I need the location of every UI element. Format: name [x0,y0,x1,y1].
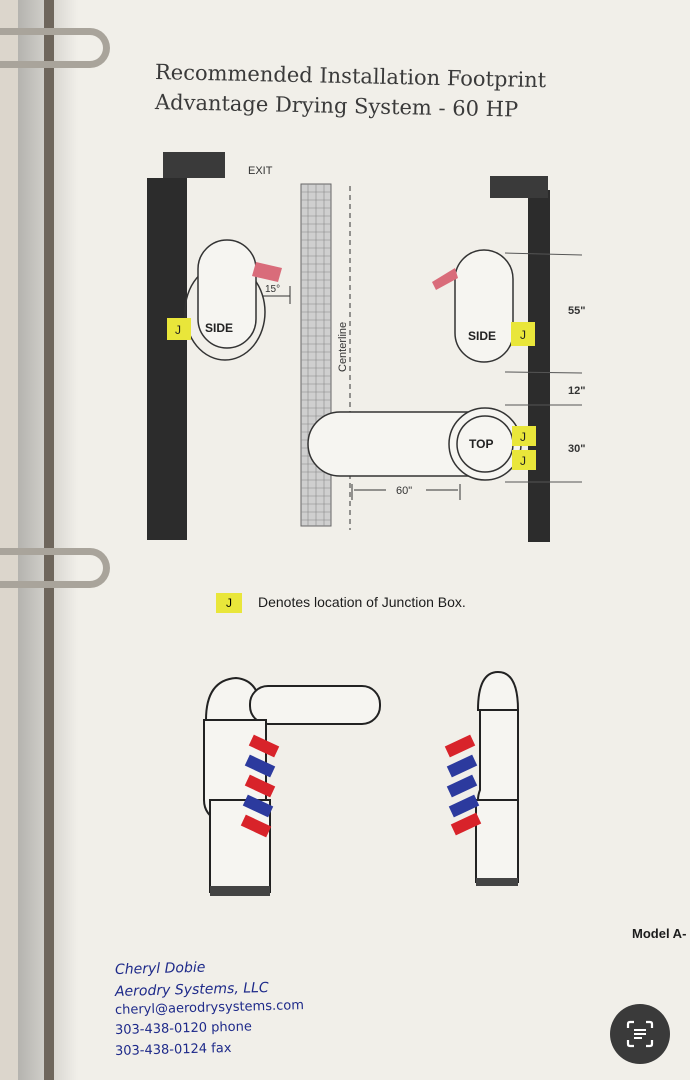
right-unit-body [454,249,514,363]
dim-12-label: 12" [568,385,585,397]
dim-60-label: 60" [396,485,412,497]
junction-box-right [511,322,535,346]
model-label: Model A- [632,926,687,941]
binder-ring-middle [0,548,110,588]
right-wall [528,190,550,542]
text-scan-icon [626,1020,654,1048]
legend-junction-swatch: J [216,593,242,613]
junction-letter-top-2: J [520,454,526,468]
junction-letter-top-1: J [520,430,526,444]
angle-label: 15° [265,284,280,295]
side-label-left: SIDE [205,321,233,335]
centerline-label: Centerline [337,322,349,372]
junction-letter-left: J [175,323,181,337]
left-unit-nozzle [252,262,282,282]
top-label: TOP [469,437,493,451]
top-unit-arm [307,411,491,477]
junction-box-top-2 [512,450,536,470]
dryer-illustration-right [444,670,520,886]
dim-55-label: 55" [568,305,585,317]
junction-letter-right: J [520,328,526,342]
binder-spine [44,0,54,1080]
legend-text: Denotes location of Junction Box. [258,594,466,610]
dryer-illustration-left [203,676,381,896]
dim-30-label: 30" [568,443,585,455]
contact-name: Cheryl Dobie [114,959,206,978]
text-scan-button[interactable] [610,1004,670,1064]
binder-ring-top [0,28,110,68]
right-unit-nozzle [432,268,458,290]
side-label-right: SIDE [468,329,496,343]
left-wall [147,178,187,540]
document-page [18,0,690,1080]
left-unit-body [197,239,257,349]
exit-label: EXIT [248,165,273,177]
junction-box-top-1 [512,426,536,446]
right-wall-top [490,176,548,198]
left-wall-top [163,152,225,178]
contact-fax: 303-438-0124 fax [114,1040,232,1059]
junction-box-left [167,318,191,340]
